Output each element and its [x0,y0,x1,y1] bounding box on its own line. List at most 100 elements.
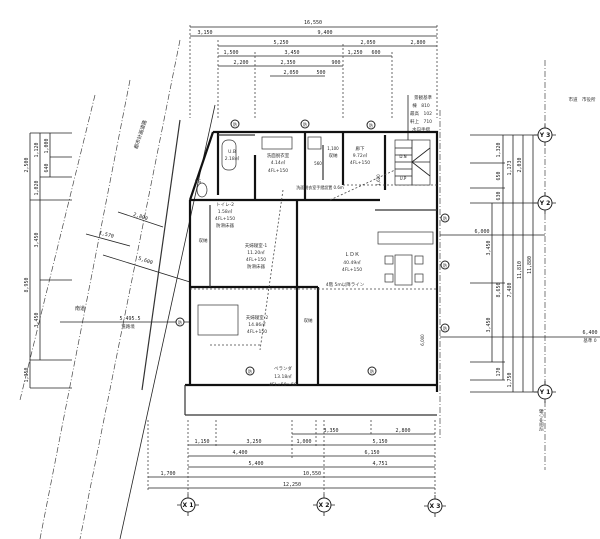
dim: 1,700 [160,471,175,477]
dim: 12,250 [283,482,301,488]
right-dimensions [440,134,545,393]
center-line-label: 計画中心線 [538,408,545,431]
dim: 4,400 [232,450,247,456]
level-label: 基準 0 [583,337,596,344]
dim: 11,880 [527,256,533,274]
svg-text:防: 防 [303,121,307,127]
dim: 3,450 [486,317,492,332]
dim: 1,320 [496,142,502,157]
storage-mid-label: 収納 [304,317,313,324]
storage-dim: 560 [314,161,322,166]
svg-text:防: 防 [248,368,252,374]
road-label-diagonal: 都市計画道路 [133,119,149,150]
walls [141,119,439,416]
dim: 1,000 [44,138,50,153]
dim: 10,550 [303,471,321,477]
dim: 900 [331,60,340,66]
room-veranda-fl: 4FL+50〜50 [269,382,297,388]
dim: 1,500 [223,50,238,56]
left-dimensions [29,132,72,389]
dim: 5,150 [372,439,387,445]
dim: 3,450 [34,312,40,327]
dim: 3,150 [197,30,212,36]
site-dim-label: 道路境 [121,323,135,330]
dim: 7,480 [507,282,513,297]
room-toilet-area: 1.58㎡ [218,208,233,215]
dim: 1,173 [507,160,513,175]
road-label-right: 市道 市役所 [569,96,596,103]
site-dim: 5,600 [137,256,153,266]
dim: 2,350 [280,60,295,66]
dim: 2,800 [395,428,410,434]
chair-icon [384,273,394,283]
legend-item: 棟 810 [412,102,430,109]
svg-text:X 1: X 1 [183,502,194,509]
room-bed1-note: 防滑床器 [247,263,265,270]
site-dim: 2,800 [132,212,148,222]
grid-bubble-x3: X 3 [424,495,446,517]
dining-table-icon [394,254,413,286]
stairs-icon [394,139,431,186]
stair-dn: D.N [399,154,406,159]
storage-top-label: 収納 [329,152,338,159]
room-toilet-note: 防滑床器 [216,222,234,229]
legend-item: 最高 102 [410,110,432,117]
site-dim: 1,570 [98,230,114,240]
dim: 1,150 [194,439,209,445]
svg-text:防: 防 [443,262,447,268]
dim: 1,250 [347,50,362,56]
line-note: 4階 5m以降ライン [326,281,365,288]
svg-text:防: 防 [370,368,374,374]
hall-dim: 1,620 [376,174,381,186]
dim: 640 [44,163,50,172]
kitchen-counter-icon [377,231,434,245]
dim: 2,030 [517,157,523,172]
site-dim: 5,495.5 [119,316,140,322]
toilet-icon [196,182,208,198]
grid-bubble-x1: X 1 [177,494,199,516]
room-veranda-area: 13.18㎡ [274,373,292,380]
stair-up: U.P [400,176,407,181]
dim: 2,050 [283,70,298,76]
top-dimensions [189,25,438,118]
room-hall-area: 9.72㎡ [353,152,368,159]
dim: 6,150 [364,450,379,456]
legend-item: 景観基準 [414,94,432,101]
dim: 1,350 [24,367,30,382]
dim: 2,800 [410,40,425,46]
svg-text:防: 防 [233,121,237,127]
dim: 4,751 [372,461,387,467]
svg-text:防: 防 [369,122,373,128]
svg-text:Y 1: Y 1 [539,389,551,396]
dim: 11,810 [517,261,523,279]
dim: 2,200 [233,60,248,66]
chair-icon [414,273,424,283]
svg-text:Y 3: Y 3 [539,132,551,139]
room-veranda-name: ベランダ [274,365,292,372]
room-bed2-area: 14.86㎡ [248,321,266,328]
dim: 3,450 [284,50,299,56]
grid-bubble-y3: Y 3 [534,124,556,146]
room-ub-name: U.B [228,149,236,155]
bathtub-icon [221,139,237,171]
legend-item: 軒上 710 [410,118,432,125]
dim: 630 [496,191,502,200]
chair-icon [384,255,394,265]
dim: 1,120 [34,142,40,157]
room-toilet-fl: 4FL+150 [215,216,235,222]
handrail-note: 洗面脱衣室手摺設置 0.6m [296,184,344,190]
dim: 8,650 [496,282,502,297]
room-bed1-area: 11.20㎡ [247,249,265,256]
dim: 1,750 [507,372,513,387]
road-label-left: 南道 [75,305,85,312]
svg-text:防: 防 [178,319,182,325]
chair-icon [414,255,424,265]
room-bed1-name: 夫婦寝室-1 [245,242,268,249]
dim: 5,250 [273,40,288,46]
svg-text:X 3: X 3 [430,503,441,510]
grid-bubble-x2: X 2 [313,494,335,516]
room-toilet-name: トイレ-2 [216,202,234,208]
svg-text:防: 防 [443,215,447,221]
dim: 1,020 [34,180,40,195]
